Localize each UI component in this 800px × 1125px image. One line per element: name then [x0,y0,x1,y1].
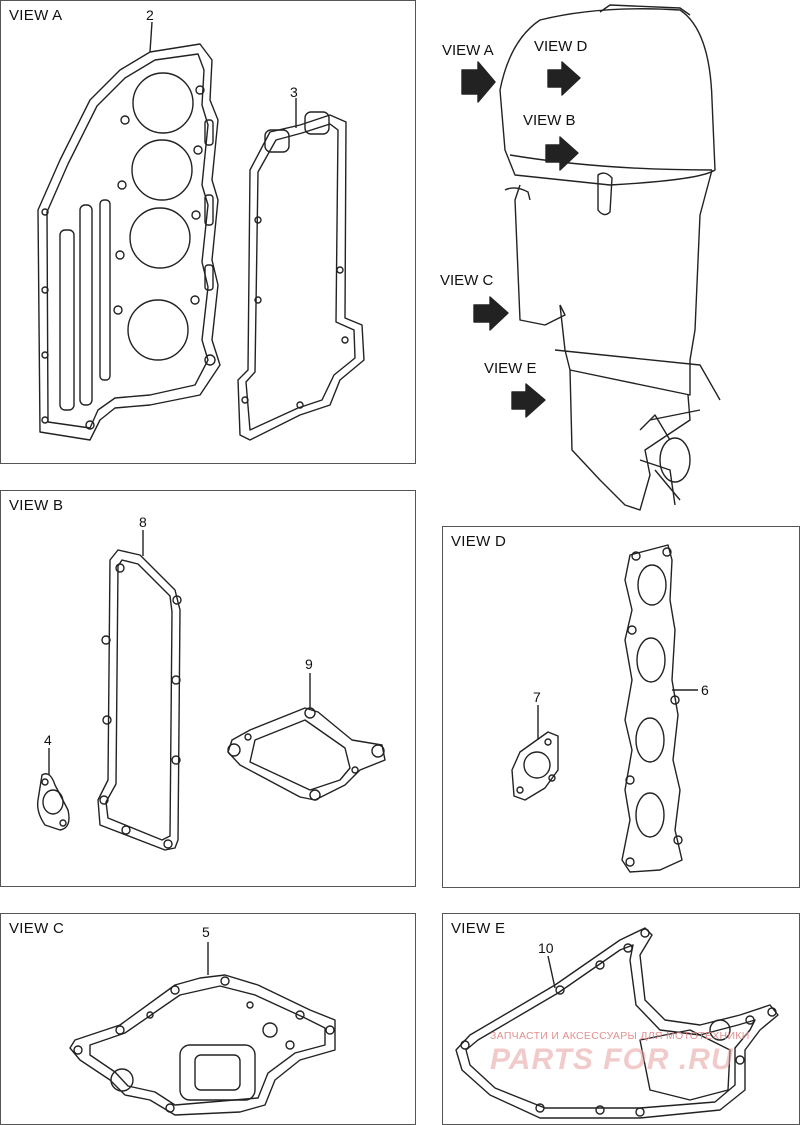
part-number-9: 9 [305,656,313,672]
part-number-8: 8 [139,514,147,530]
watermark-tagline: ЗАПЧАСТИ И АКСЕССУАРЫ ДЛЯ МОТОТЕХНИКИ [490,1030,750,1042]
view-b-arrow-icon [545,136,579,171]
view-c-title: VIEW C [9,920,65,937]
view-a-title: VIEW A [9,7,63,24]
part-number-3: 3 [290,84,298,100]
view-b-title: VIEW B [9,497,64,514]
view-d-title: VIEW D [451,533,507,550]
callout-view-d: VIEW D [534,38,588,55]
cylinder-head-gasket [37,43,221,441]
view-e-title: VIEW E [451,920,506,937]
callout-view-b: VIEW B [523,112,576,129]
callout-view-e: VIEW E [484,360,537,377]
thermostat-gasket [227,707,386,801]
part-number-5: 5 [202,924,210,940]
intake-manifold-gasket [621,544,683,873]
small-gasket [36,773,70,831]
view-e-panel: VIEW E [442,913,800,1125]
view-d-arrow-icon [547,61,581,96]
part-number-7: 7 [533,689,541,705]
view-a-arrow-icon [461,61,496,103]
exhaust-cover-gasket [97,549,182,851]
view-a-panel: VIEW A [0,0,416,464]
part-number-6: 6 [701,682,709,698]
lower-case-gasket [455,927,779,1119]
view-e-arrow-icon [511,383,546,418]
part-number-2: 2 [146,7,154,23]
oil-pan-gasket [69,974,336,1116]
outboard-motor-illustration [499,4,721,511]
view-c-arrow-icon [473,296,509,331]
head-cover-gasket [237,111,365,441]
callout-view-a: VIEW A [442,42,494,59]
view-d-panel: VIEW D [442,526,800,888]
callout-view-c: VIEW C [440,272,494,289]
leader-10 [547,955,556,989]
part-number-10: 10 [538,940,554,956]
sensor-gasket [511,731,559,801]
watermark-logo: PARTS FOR .RU [490,1043,734,1076]
leader-2 [149,21,153,53]
part-number-4: 4 [44,732,52,748]
